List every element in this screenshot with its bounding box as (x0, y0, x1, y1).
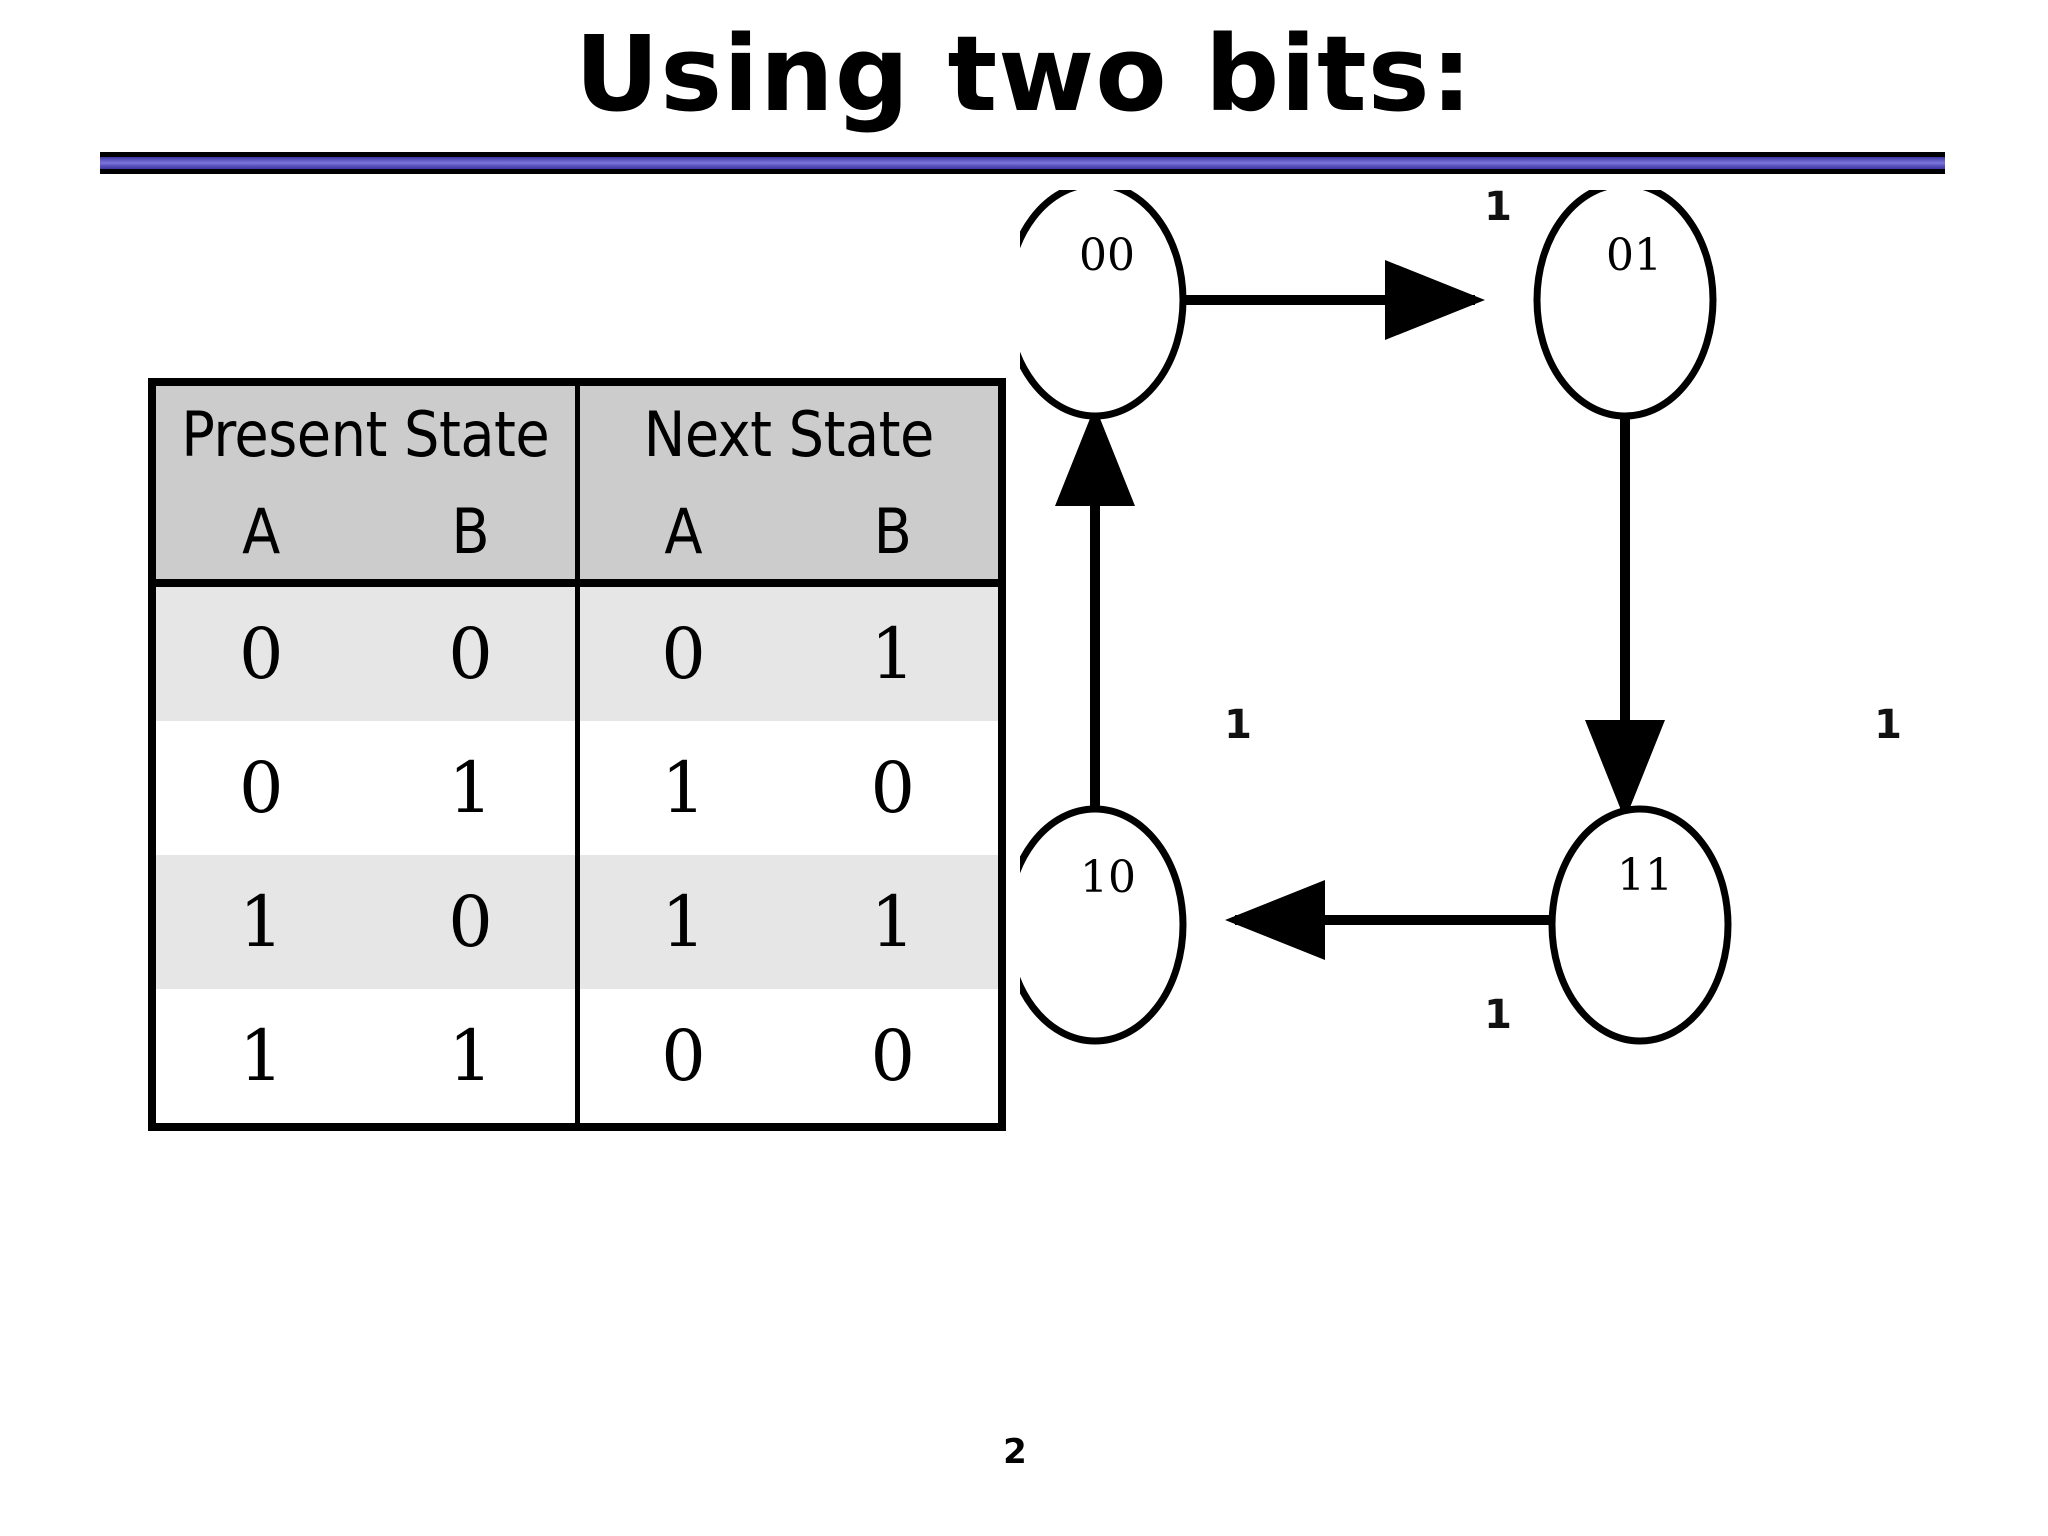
cell-present-b: 1 (366, 721, 580, 855)
table-row: 0 1 1 0 (156, 721, 998, 855)
edge-label-top: 1 (1484, 190, 1512, 230)
table-row: 0 0 0 1 (156, 582, 998, 721)
state-node-10-label: 11 (1617, 850, 1673, 901)
cell-present-b: 0 (366, 855, 580, 989)
cell-present-b: 0 (366, 582, 580, 721)
column-header-present-a: A (156, 484, 367, 587)
state-node-00-label: 00 (1079, 230, 1135, 281)
state-node-11-label: 10 (1080, 852, 1136, 903)
state-transition-table: Present State Next State A B A B 0 0 0 1… (156, 386, 998, 1123)
state-node-01[interactable] (1533, 190, 1717, 420)
column-header-next-a: A (577, 484, 788, 587)
state-transition-diagram: 00 01 11 10 1 1 1 1 (1020, 190, 2030, 1390)
table-row: 1 1 0 0 (156, 989, 998, 1123)
edge-label-left: 1 (1224, 702, 1252, 748)
cell-present-a: 0 (156, 582, 367, 721)
page-title: Using two bits: (574, 13, 1474, 135)
edge-label-bottom: 1 (1484, 992, 1512, 1038)
cell-next-b: 1 (787, 855, 998, 989)
truth-table: Present State Next State A B A B 0 0 0 1… (148, 378, 1006, 1131)
cell-next-a: 0 (577, 989, 788, 1123)
cell-next-b: 0 (787, 721, 998, 855)
cell-present-a: 0 (156, 721, 367, 855)
column-header-present-b: B (366, 484, 580, 587)
cell-present-a: 1 (156, 989, 367, 1123)
table-column-header-row: A B A B (156, 484, 998, 587)
state-node-11[interactable] (1020, 805, 1187, 1045)
page-number: 2 (1003, 1432, 1027, 1472)
state-node-00[interactable] (1020, 190, 1187, 420)
cell-next-a: 1 (577, 721, 788, 855)
table-group-header-row: Present State Next State (156, 386, 998, 485)
state-node-10[interactable] (1548, 805, 1732, 1045)
state-node-01-label: 01 (1606, 230, 1662, 281)
cell-present-b: 1 (366, 989, 580, 1123)
cell-next-b: 0 (787, 989, 998, 1123)
column-group-present-state: Present State (156, 386, 580, 485)
cell-present-a: 1 (156, 855, 367, 989)
title-divider-bar (100, 152, 1945, 174)
table-row: 1 0 1 1 (156, 855, 998, 989)
cell-next-a: 0 (577, 582, 788, 721)
cell-next-a: 1 (577, 855, 788, 989)
cell-next-b: 1 (787, 582, 998, 721)
column-header-next-b: B (787, 484, 998, 587)
edge-label-right: 1 (1874, 702, 1902, 748)
column-group-next-state: Next State (577, 386, 998, 485)
